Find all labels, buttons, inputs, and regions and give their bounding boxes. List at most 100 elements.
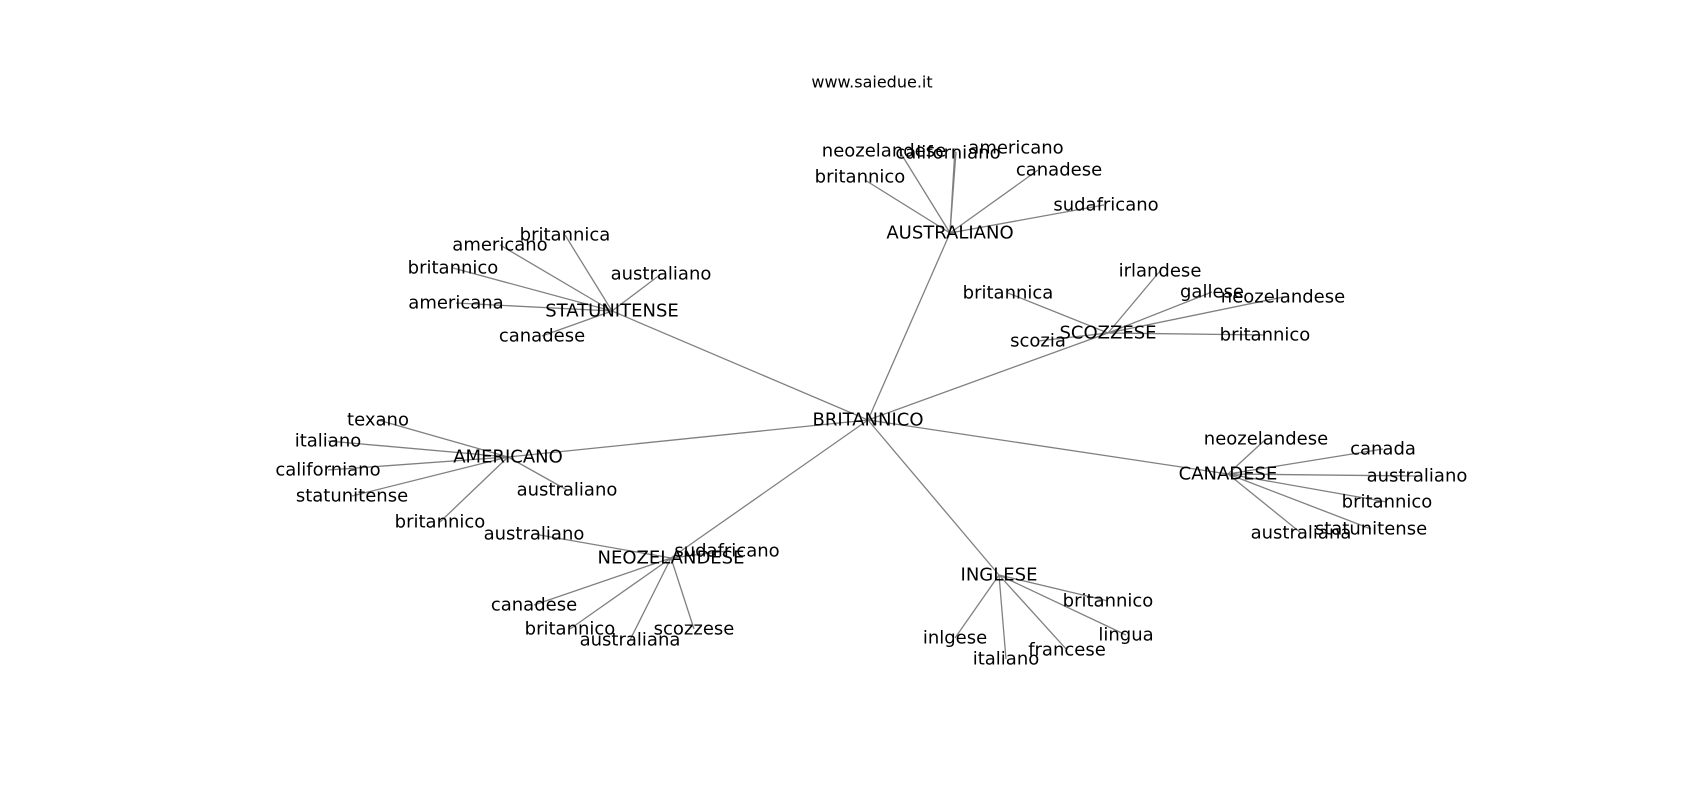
node-leaf-britannico: britannico	[1342, 492, 1433, 513]
edge-statunitense-britannico	[452, 267, 613, 312]
node-hub-scozzese: SCOZZESE	[1060, 323, 1157, 344]
node-leaf-statunitense: statunitense	[1315, 519, 1427, 540]
edge-neozelandese-australiano	[533, 533, 672, 559]
edge-americano-australiano	[507, 456, 568, 491]
edge-inglese-lingua	[998, 574, 1127, 636]
edge-center-statunitense	[611, 310, 869, 421]
node-leaf-americano: americano	[452, 235, 547, 256]
edge-center-neozelandese	[670, 419, 869, 559]
edge-scozzese-neozelandese	[1107, 296, 1284, 334]
edge-scozzese-scozia	[1037, 332, 1109, 342]
node-hub-statunitense: STATUNITENSE	[545, 301, 679, 322]
node-leaf-neozelandese: neozelandese	[1221, 287, 1345, 308]
edge-americano-statunitense	[351, 456, 509, 497]
node-leaf-inlgese: inlgese	[923, 628, 987, 649]
node-leaf-australiano: australiano	[517, 480, 618, 501]
edge-center-inglese	[867, 419, 1000, 576]
edges-layer	[327, 147, 1418, 660]
edge-statunitense-britannica	[564, 234, 613, 312]
edge-neozelandese-australiana	[629, 557, 672, 641]
node-leaf-canadese: canadese	[499, 326, 585, 347]
edge-statunitense-canadese	[541, 310, 613, 337]
node-leaf-gallese: gallese	[1180, 282, 1244, 303]
site-watermark: www.saiedue.it	[811, 73, 932, 92]
node-leaf-francese: francese	[1028, 640, 1106, 661]
edge-inglese-britannico	[998, 574, 1109, 602]
edge-neozelandese-scozzese	[670, 557, 695, 630]
node-leaf-britannico: britannico	[408, 258, 499, 279]
edge-americano-californiano	[327, 456, 509, 471]
node-leaf-irlandese: irlandese	[1119, 261, 1202, 282]
edge-inglese-inlgese	[954, 574, 1000, 639]
node-leaf-neozelandese: neozelandese	[822, 141, 946, 162]
node-leaf-australiana: australiana	[1251, 523, 1352, 544]
edge-center-scozzese	[867, 332, 1109, 421]
edge-center-australiano	[867, 232, 951, 421]
node-leaf-californiano: californiano	[275, 460, 380, 481]
node-leaf-britannica: britannica	[520, 225, 611, 246]
edge-americano-britannico	[439, 456, 509, 523]
node-leaf-britannico: britannico	[525, 619, 616, 640]
edge-statunitense-americano	[499, 244, 613, 312]
edge-center-americano	[507, 419, 869, 458]
edge-neozelandese-canadese	[533, 557, 672, 606]
node-leaf-americano: americano	[968, 138, 1063, 159]
edge-americano-italiano	[327, 440, 509, 458]
edge-inglese-italiano	[998, 574, 1007, 660]
edge-neozelandese-britannico	[569, 557, 672, 630]
node-leaf-britannico: britannico	[1220, 325, 1311, 346]
edge-inglese-francese	[998, 574, 1068, 651]
node-leaf-canadese: canadese	[1016, 160, 1102, 181]
edge-scozzese-britannica	[1007, 292, 1109, 334]
edge-americano-texano	[377, 419, 509, 458]
node-leaf-canada: canada	[1350, 439, 1416, 460]
node-leaf-lingua: lingua	[1098, 625, 1153, 646]
node-leaf-australiano: australiano	[484, 524, 585, 545]
node-leaf-italiano: italiano	[295, 431, 362, 452]
edge-canadese-neozelandese	[1227, 438, 1267, 475]
edge-australiano-californiano	[949, 151, 957, 234]
edge-scozzese-gallese	[1107, 291, 1213, 334]
edge-scozzese-britannico	[1107, 332, 1266, 336]
labels-layer: BRITANNICO AUSTRALIANO neozelandese america…	[275, 138, 1467, 670]
node-hub-neozelandese: NEOZELANDESE	[598, 548, 745, 569]
node-leaf-sudafricano: sudafricano	[1053, 195, 1158, 216]
node-hub-canadese: CANADESE	[1179, 464, 1278, 485]
node-leaf-texano: texano	[347, 410, 409, 431]
node-leaf-britannico: britannico	[1063, 591, 1154, 612]
node-leaf-scozzese: scozzese	[654, 619, 735, 640]
node-hub-australiano: AUSTRALIANO	[886, 223, 1013, 244]
node-leaf-americana: americana	[408, 293, 503, 314]
node-leaf-californiano: californiano	[895, 143, 1000, 164]
edge-statunitense-americana	[455, 302, 613, 312]
node-leaf-neozelandese: neozelandese	[1204, 429, 1328, 450]
node-leaf-italiano: italiano	[973, 649, 1040, 670]
edge-canadese-britannico	[1227, 473, 1388, 503]
node-leaf-britannico: britannico	[395, 512, 486, 533]
node-leaf-scozia: scozia	[1010, 331, 1066, 352]
edge-canadese-australiano	[1227, 473, 1418, 477]
node-leaf-sudafricano: sudafricano	[674, 541, 779, 562]
edge-center-canadese	[867, 419, 1229, 475]
node-leaf-australiana: australiana	[580, 630, 681, 651]
edge-neozelandese-sudafricano	[670, 550, 728, 559]
edge-canadese-australiana	[1227, 473, 1302, 534]
edge-scozzese-irlandese	[1107, 270, 1161, 334]
edge-australiano-sudafricano	[949, 204, 1105, 234]
node-leaf-canadese: canadese	[491, 595, 577, 616]
edge-australiano-canadese	[949, 169, 1039, 234]
node-leaf-australiano: australiano	[1367, 466, 1468, 487]
node-leaf-britannica: britannica	[963, 283, 1054, 304]
edge-canadese-statunitense	[1227, 473, 1372, 530]
node-leaf-statunitense: statunitense	[296, 486, 408, 507]
node-hub-inglese: INGLESE	[961, 565, 1038, 586]
edge-australiano-neozelandese	[899, 151, 951, 234]
node-leaf-australiano: australiano	[611, 264, 712, 285]
node-leaf-britannico: britannico	[815, 167, 906, 188]
edge-statunitense-australiano	[611, 273, 662, 312]
edge-canadese-canada	[1227, 448, 1384, 475]
node-center: BRITANNICO	[812, 410, 923, 431]
edge-australiano-britannico	[864, 179, 951, 234]
node-hub-americano: AMERICANO	[453, 447, 563, 468]
